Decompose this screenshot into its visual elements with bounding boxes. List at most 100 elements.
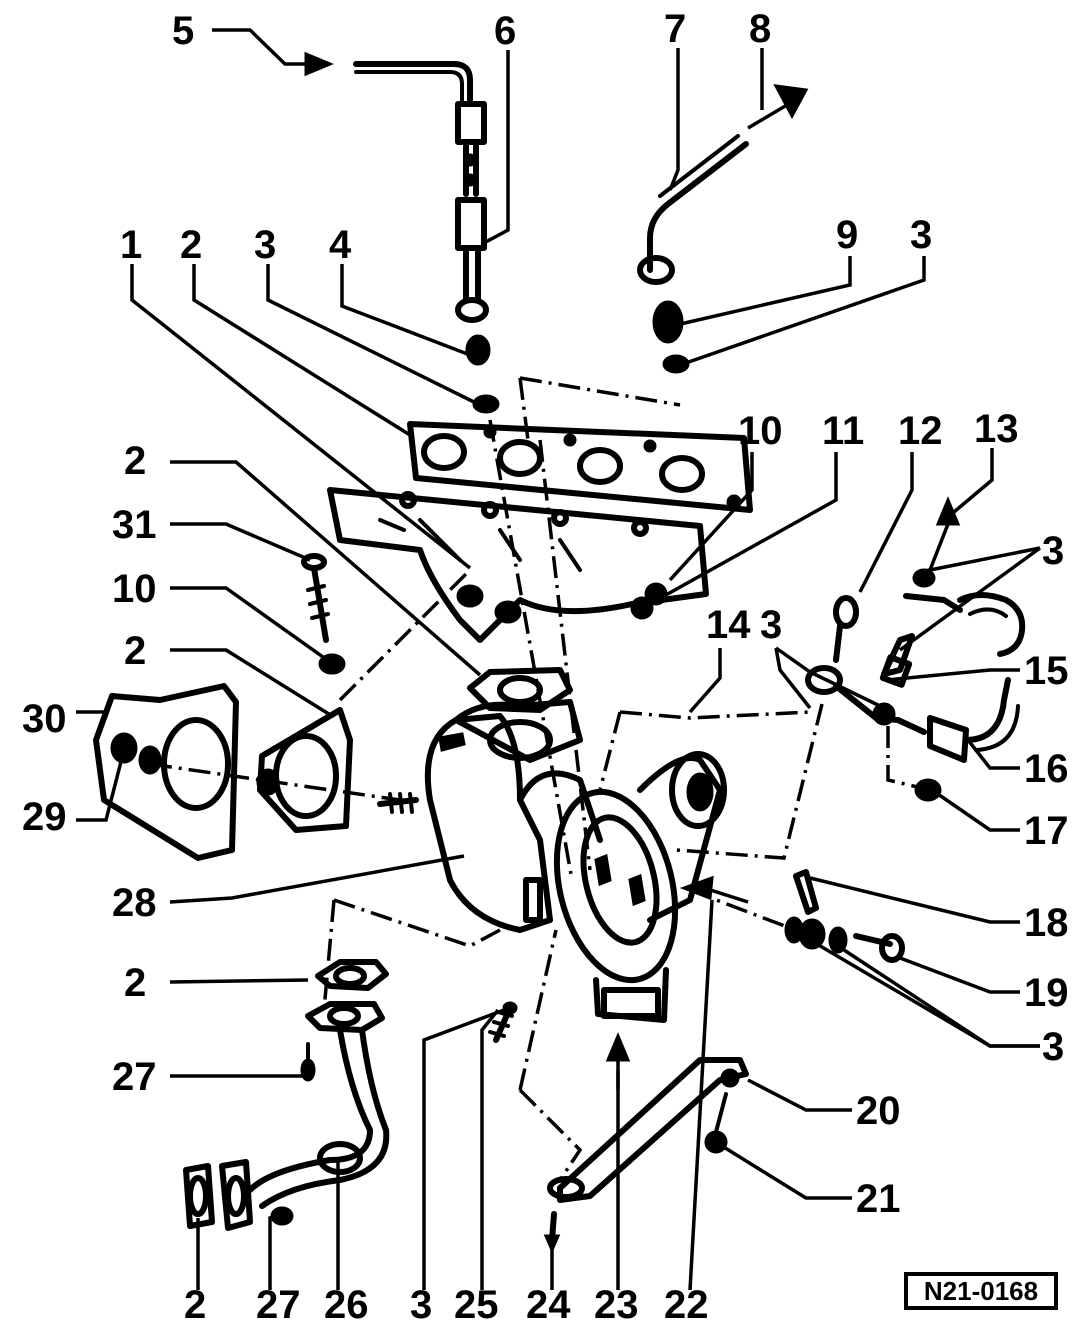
callout-3: 3 — [1042, 1025, 1064, 1069]
callout-6: 6 — [494, 9, 516, 53]
coolant-line-12-13 — [805, 496, 1026, 763]
leader-10-left — [170, 586, 332, 664]
callout-3: 3 — [760, 603, 782, 647]
manifold-body — [327, 487, 709, 643]
exhaust-manifold — [327, 487, 709, 713]
leader-21 — [721, 1144, 852, 1200]
callout-7: 7 — [664, 7, 686, 51]
manifold-gasket — [407, 421, 753, 513]
callout-3: 3 — [1042, 529, 1064, 573]
bolt-31 — [301, 553, 346, 675]
callout-20: 20 — [856, 1089, 901, 1133]
bracket-20 — [543, 1057, 749, 1254]
callout-18: 18 — [1024, 901, 1069, 945]
turbocharger — [424, 699, 749, 1090]
bracket-eye — [547, 1176, 585, 1200]
callout-19: 19 — [1024, 971, 1069, 1015]
bolt-27-bottom — [270, 1206, 294, 1226]
oil-supply-pipe — [353, 61, 473, 107]
leader-3-right-a — [919, 546, 1041, 574]
align-lower-left-b — [333, 898, 501, 948]
align-lower-left — [322, 899, 336, 1011]
banjo-union — [455, 297, 489, 323]
callout-27: 27 — [112, 1055, 157, 1099]
align-bracket — [518, 1088, 583, 1181]
banjo-bolt-4 — [465, 334, 491, 366]
callout-29: 29 — [22, 795, 67, 839]
oil-return-pipe — [183, 959, 390, 1231]
callout-2: 2 — [184, 1283, 206, 1326]
callout-22: 22 — [664, 1283, 709, 1326]
nut-29 — [110, 732, 138, 764]
callout-2: 2 — [124, 629, 146, 673]
leader-11 — [647, 452, 838, 607]
nut-10-left — [318, 653, 346, 675]
arrow-head-5 — [304, 51, 334, 77]
callout-26: 26 — [324, 1283, 369, 1326]
turbine-scroll — [517, 770, 603, 843]
callout-labels: 5 6 7 8 1 2 3 4 9 3 10 11 12 13 2 31 3 1… — [22, 7, 1069, 1326]
leader-3-lower-b — [843, 948, 1040, 1048]
bolt-18-19 — [784, 869, 905, 963]
callout-3: 3 — [254, 223, 276, 267]
leader-1 — [130, 264, 472, 570]
gasket-outline — [407, 421, 753, 513]
pipe-hose — [463, 139, 479, 197]
callout-25: 25 — [454, 1283, 499, 1326]
banjo-bolt-9 — [652, 300, 684, 344]
callout-17: 17 — [1024, 809, 1069, 853]
compressor-inlet — [669, 751, 727, 829]
align-top — [519, 376, 681, 407]
callout-13: 13 — [974, 407, 1019, 451]
screw-12 — [833, 595, 859, 629]
callout-11: 11 — [822, 409, 864, 453]
align-oil-upper — [619, 710, 811, 720]
leader-17 — [931, 788, 1020, 832]
leader-2-top — [192, 264, 411, 437]
callout-15: 15 — [1024, 649, 1069, 693]
callout-27: 27 — [256, 1283, 301, 1326]
coolant-hose-13 — [957, 592, 1026, 657]
seal-ring-3 — [472, 394, 500, 414]
callout-2: 2 — [124, 961, 146, 1005]
leader-6 — [481, 50, 510, 246]
union-7 — [637, 255, 675, 285]
align-oil-right — [675, 703, 824, 860]
seal-ring-3b — [662, 354, 690, 374]
callout-5: 5 — [172, 9, 194, 53]
callout-2: 2 — [124, 439, 146, 483]
leader-20 — [747, 1078, 852, 1112]
callout-2: 2 — [180, 223, 202, 267]
leader-3-right-mid-b — [774, 646, 881, 708]
compressor-housing — [553, 788, 679, 984]
nut-11 — [630, 596, 654, 620]
leader-9 — [675, 256, 852, 327]
turbo-clip — [438, 732, 466, 752]
callout-24: 24 — [526, 1283, 571, 1326]
coolant-return-pipe — [647, 141, 749, 273]
callout-4: 4 — [329, 223, 352, 267]
pipe-7-8 — [637, 84, 809, 374]
leader-10-right — [668, 452, 754, 582]
stud-flange — [377, 792, 419, 814]
pipe-fitting — [455, 197, 487, 251]
nut-17 — [914, 778, 942, 802]
leader-5 — [212, 28, 310, 66]
callout-14: 14 — [706, 603, 751, 647]
leader-25 — [480, 1008, 500, 1290]
callout-10: 10 — [112, 567, 157, 611]
pipe-26 — [247, 1027, 373, 1193]
gasket-2-lower — [315, 959, 389, 991]
gasket-2-flange — [256, 707, 353, 833]
leader-3-bottom — [422, 1008, 505, 1290]
callout-23: 23 — [594, 1283, 639, 1326]
callout-3: 3 — [910, 213, 932, 257]
flange-26-bottom — [219, 1159, 253, 1231]
callout-16: 16 — [1024, 747, 1069, 791]
leader-13-left — [952, 448, 994, 514]
align-left-manifold — [338, 570, 470, 702]
leader-3-top-left — [266, 264, 481, 407]
hose-end-13 — [903, 593, 963, 613]
leader-3-right-mid-a — [774, 647, 812, 710]
